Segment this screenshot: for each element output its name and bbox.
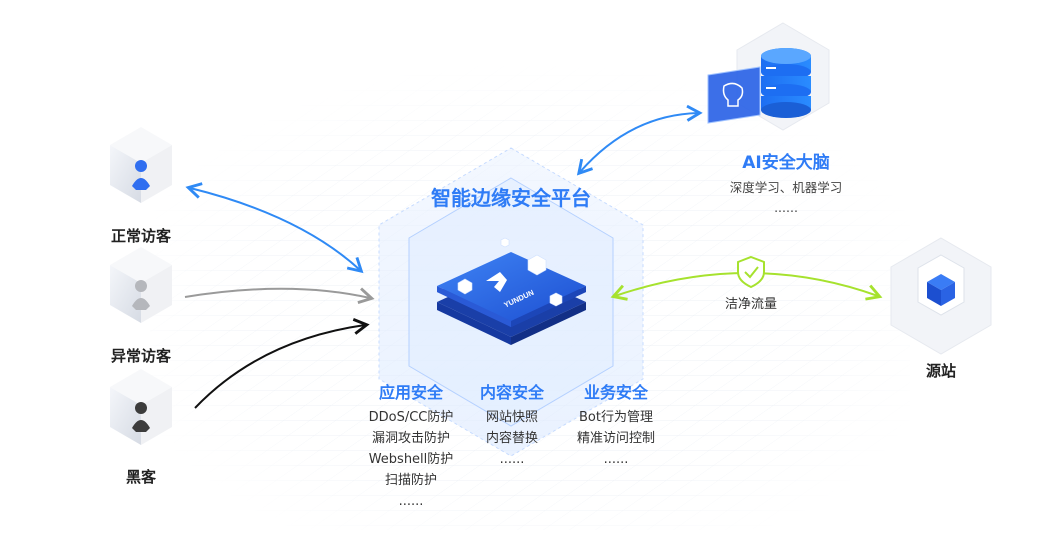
platform-title: 智能边缘安全平台: [431, 186, 591, 210]
list-item: 网站快照: [485, 410, 538, 425]
list-item: 精准访问控制: [576, 431, 655, 446]
hacker-icon: [110, 369, 172, 445]
business-security-title: 业务安全: [583, 383, 648, 402]
abnormal-visitor-label: 异常访客: [110, 347, 171, 365]
origin-server-icon: [890, 237, 992, 355]
list-item: ......: [398, 494, 424, 509]
app-security-title: 应用安全: [378, 383, 443, 402]
normal-visitor-arrow: [185, 182, 364, 274]
platform-chip: YUNDUN: [437, 237, 586, 345]
normal-visitor-label: 正常访客: [110, 227, 171, 245]
list-item: Bot行为管理: [579, 410, 653, 425]
origin-label: 源站: [925, 362, 956, 380]
list-item: 漏洞攻击防护: [371, 431, 450, 446]
ai-brain-subtitle: 深度学习、机器学习: [729, 180, 843, 195]
ai-brain-icon: [707, 22, 830, 131]
list-item: Webshell防护: [368, 452, 454, 467]
list-item: ......: [499, 452, 525, 467]
clean-traffic-label: 洁净流量: [724, 297, 777, 312]
ai-brain-arrow: [576, 104, 703, 176]
list-item: 内容替换: [485, 431, 538, 446]
content-security-items: 网站快照 内容替换 ......: [442, 407, 582, 470]
ai-brain-ellipsis: ......: [774, 200, 798, 215]
content-security-title: 内容安全: [479, 383, 544, 402]
list-item: 扫描防护: [384, 473, 437, 488]
list-item: DDoS/CC防护: [368, 410, 454, 425]
abnormal-visitor-icon: [110, 247, 172, 323]
hacker-label: 黑客: [125, 468, 156, 486]
hacker-arrow: [194, 318, 370, 409]
app-security-items: DDoS/CC防护 漏洞攻击防护 Webshell防护 扫描防护 ......: [341, 407, 481, 512]
normal-visitor-icon: [110, 127, 172, 203]
abnormal-visitor-arrow: [184, 287, 375, 305]
shield-check-icon: [737, 255, 765, 289]
list-item: ......: [603, 452, 629, 467]
business-security-items: Bot行为管理 精准访问控制 ......: [546, 407, 686, 470]
ai-brain-title: AI安全大脑: [742, 153, 830, 173]
